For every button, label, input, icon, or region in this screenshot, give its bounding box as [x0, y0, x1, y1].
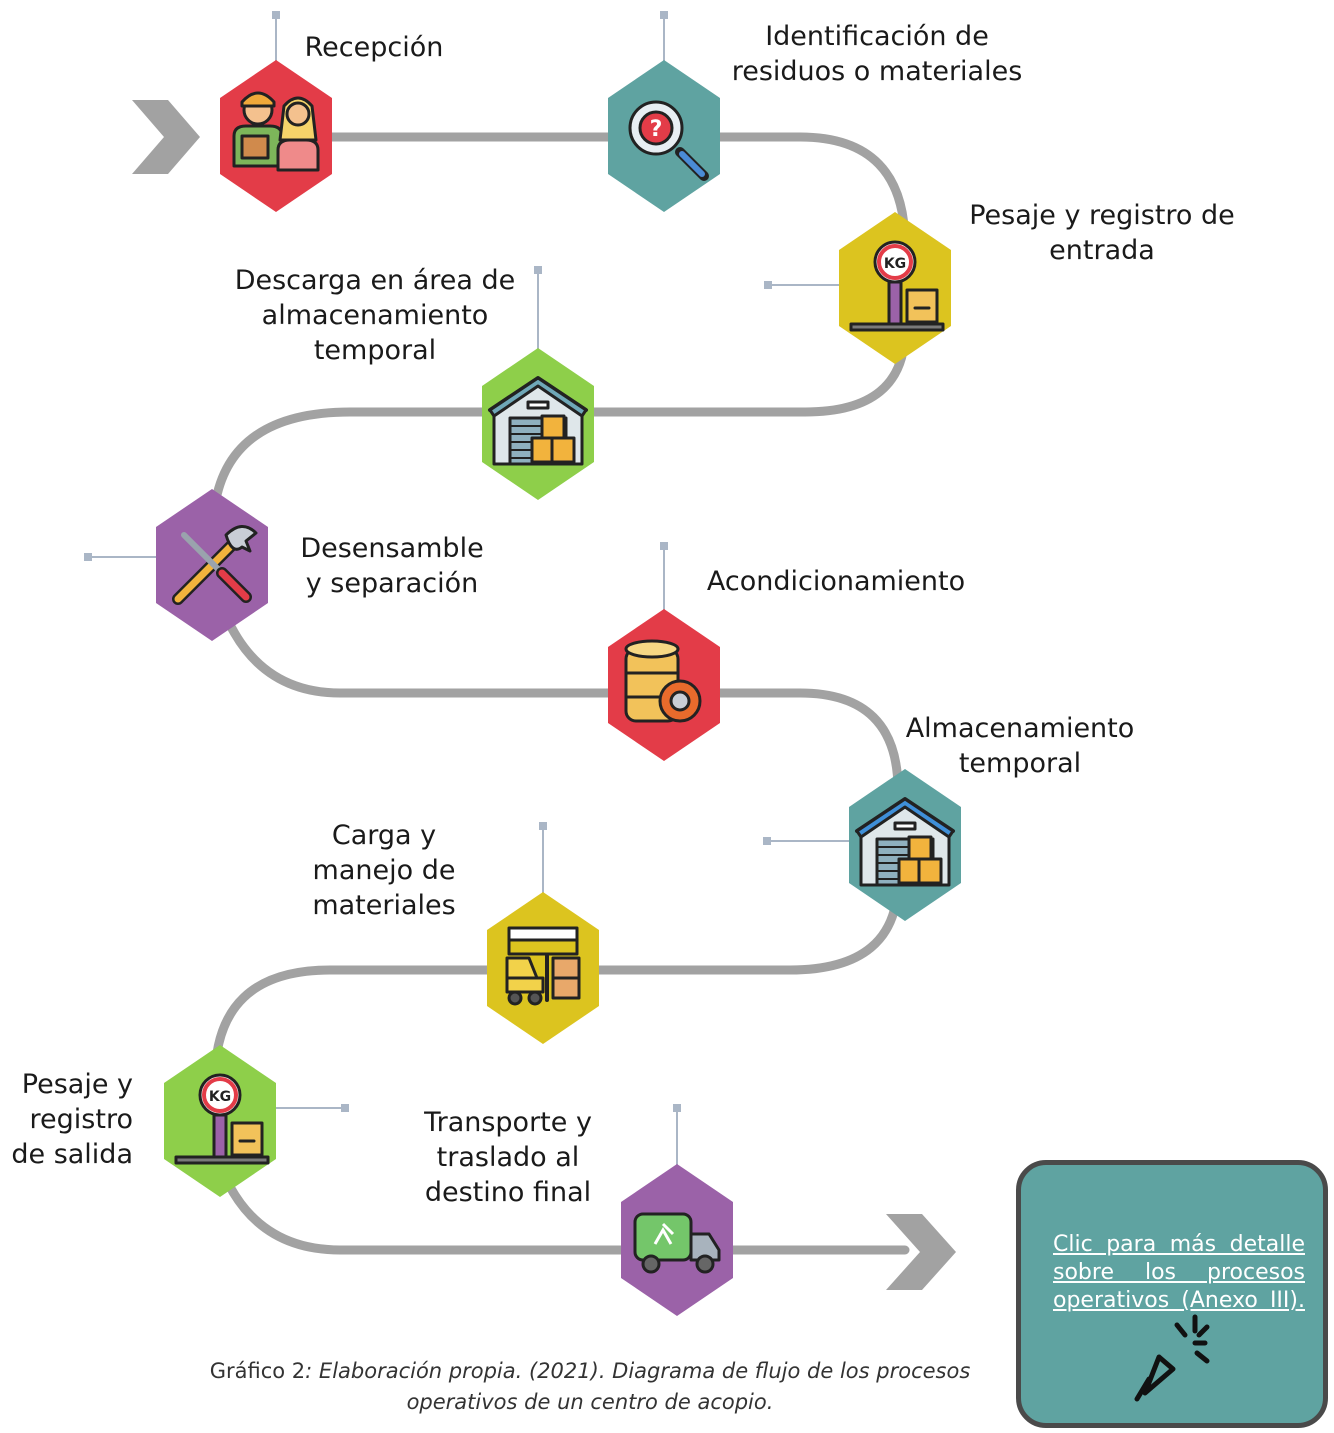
people-with-box-icon [232, 91, 320, 172]
step-label-almacenamiento: Almacenamiento temporal [906, 711, 1135, 781]
step-pesaje-entrada: KG [839, 212, 951, 364]
kg-scale-icon: KG [849, 240, 945, 332]
connector-dot [660, 11, 668, 19]
warehouse-icon [855, 797, 955, 887]
kg-scale-icon: KG [174, 1073, 270, 1165]
click-cursor-icon [1134, 1314, 1210, 1402]
recycling-truck-icon [633, 1212, 721, 1274]
step-label-line: residuos o materiales [731, 56, 1023, 87]
step-pesaje-salida: KG [164, 1045, 276, 1197]
step-label-identificacion: Identificación de residuos o materiales [732, 19, 1023, 89]
step-label-line: Acondicionamiento [706, 566, 966, 597]
connector-dot [272, 11, 280, 19]
step-label-acondicionamiento: Acondicionamiento [707, 564, 965, 599]
annex-link[interactable]: Clic para más detalle sobre los procesos… [1053, 1232, 1305, 1313]
flow-path [210, 132, 910, 1255]
connector-dot [673, 1104, 681, 1112]
more-info-button[interactable]: Clic para más detalle sobre los procesos… [1016, 1160, 1328, 1428]
step-label-line: Identificación de [765, 21, 989, 52]
step-label-line: almacenamiento [261, 300, 489, 331]
step-label-line: destino final [424, 1177, 592, 1208]
step-label-line: temporal [958, 748, 1082, 779]
step-label-line: Carga y [331, 820, 437, 851]
step-descarga [482, 348, 594, 500]
tools-icon [172, 525, 258, 605]
end-arrow-icon [886, 1214, 956, 1290]
connector-dot [534, 266, 542, 274]
step-label-line: Descarga en área de [234, 265, 516, 296]
connector-dot [341, 1104, 349, 1112]
step-almacenamiento [849, 769, 961, 921]
svg-text:KG: KG [209, 1089, 231, 1105]
step-desensamble [156, 489, 268, 641]
step-recepcion [220, 60, 332, 212]
step-label-line: traslado al [436, 1142, 580, 1173]
step-label-pesaje-entrada: Pesaje y registro de entrada [969, 198, 1235, 268]
svg-text:KG: KG [884, 256, 906, 272]
svg-text:?: ? [650, 117, 663, 142]
step-acondicionamiento [608, 609, 720, 761]
step-label-descarga: Descarga en área de almacenamiento tempora… [235, 263, 516, 368]
figure-caption: Gráfico 2: Elaboración propia. (2021). D… [209, 1359, 971, 1414]
step-label-line: de salida [11, 1139, 133, 1170]
step-label-desensamble: Desensamble y separación [300, 531, 483, 601]
step-label-line: Recepción [304, 32, 444, 63]
connector-dot [539, 822, 547, 830]
start-arrow-icon [132, 100, 200, 174]
step-label-line: y separación [305, 568, 479, 599]
connector-dot [764, 281, 772, 289]
warehouse-boxes-icon [488, 376, 588, 466]
step-identificacion: ? [608, 60, 720, 212]
step-hexagon [487, 892, 599, 1044]
step-label-line: Almacenamiento [905, 713, 1135, 744]
connector-dot [660, 542, 668, 550]
step-label-line: temporal [313, 335, 437, 366]
step-label-line: materiales [312, 890, 456, 921]
database-gear-icon [624, 639, 702, 723]
connector-dot [84, 553, 92, 561]
step-label-line: Transporte y [424, 1107, 592, 1138]
step-label-line: manejo de [312, 855, 456, 886]
magnifier-question-icon: ? [628, 100, 709, 181]
forklift-icon [505, 926, 581, 1006]
step-label-carga: Carga y manejo de materiales [312, 818, 455, 923]
step-transporte [621, 1164, 733, 1316]
step-label-transporte: Transporte y traslado al destino final [424, 1105, 592, 1210]
step-label-line: Desensamble [300, 533, 484, 564]
step-label-line: entrada [1049, 235, 1155, 266]
connector-dot [763, 837, 771, 845]
step-label-line: Pesaje y [21, 1069, 133, 1100]
step-label-line: registro [29, 1104, 133, 1135]
step-label-pesaje-salida: Pesaje y registro de salida [11, 1067, 133, 1172]
step-label-line: Pesaje y registro de [969, 200, 1235, 231]
step-carga [487, 892, 599, 1044]
step-label-recepcion: Recepción [305, 30, 444, 65]
